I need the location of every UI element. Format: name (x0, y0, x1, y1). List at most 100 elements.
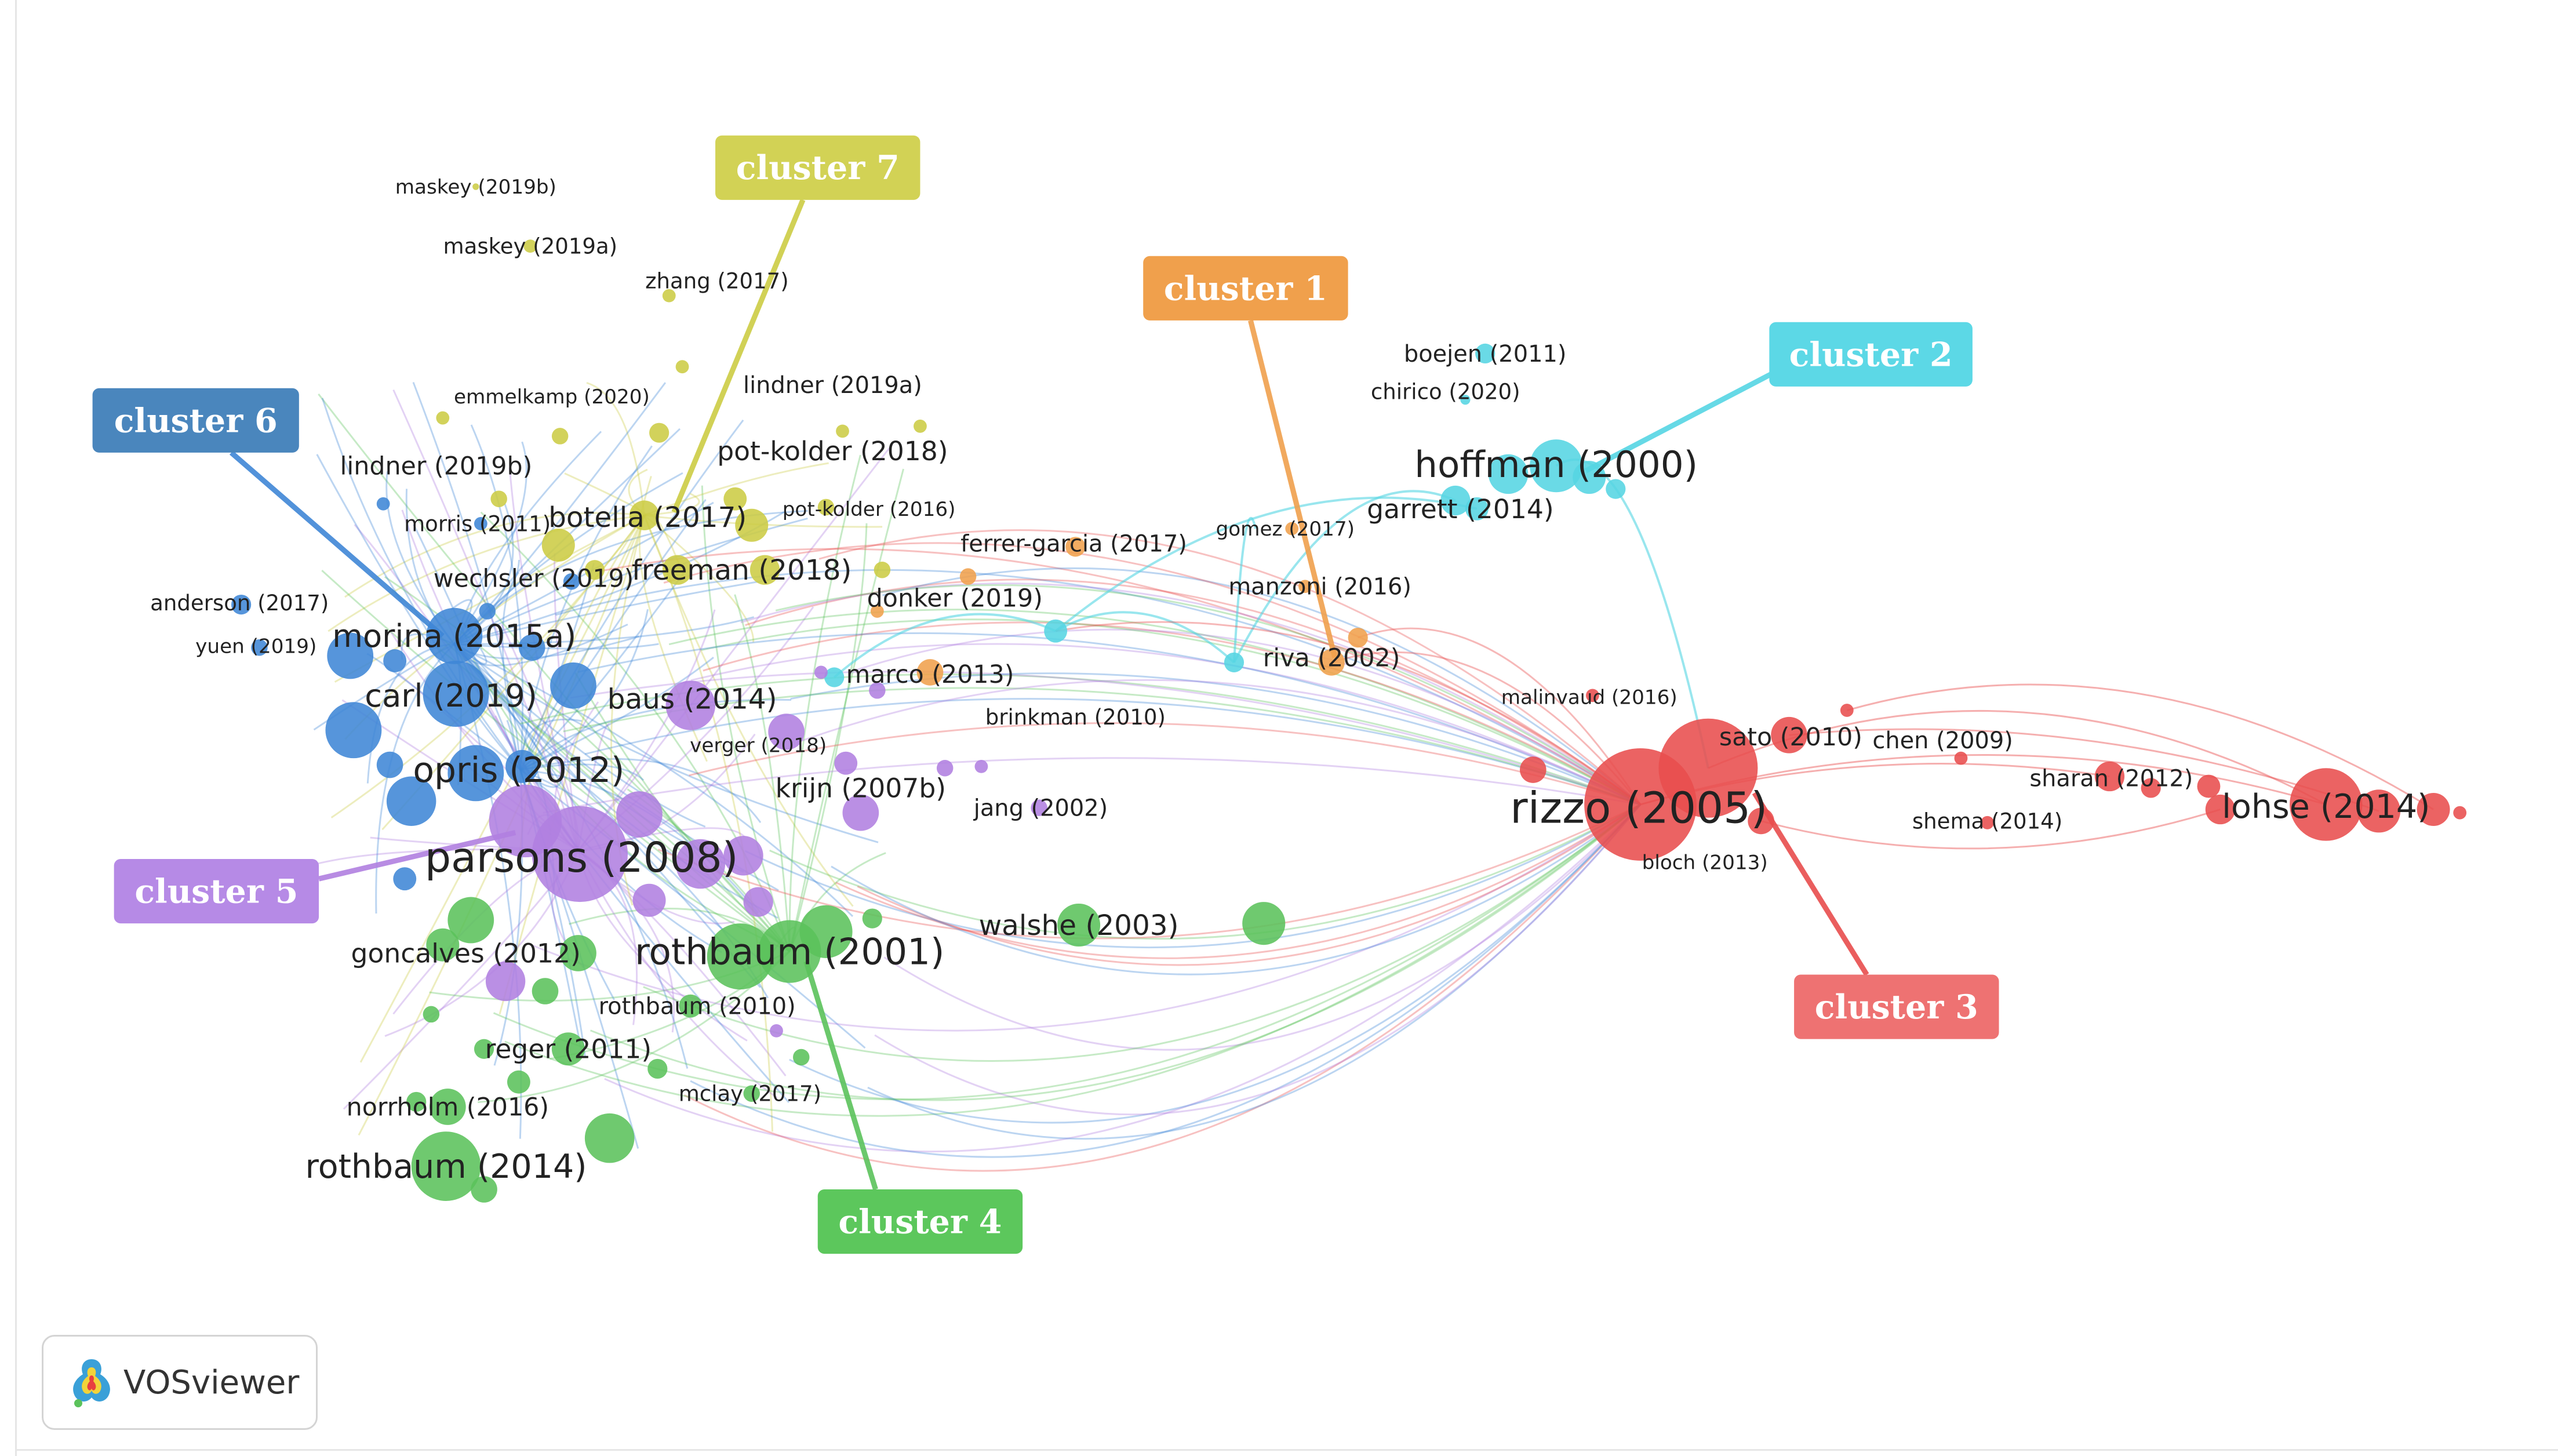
network-node[interactable] (551, 1032, 585, 1066)
network-node[interactable] (1475, 343, 1495, 364)
network-node[interactable] (758, 920, 821, 983)
network-node[interactable] (629, 500, 660, 530)
network-node[interactable] (231, 595, 252, 615)
network-node[interactable] (836, 424, 849, 438)
network-node[interactable] (1530, 439, 1583, 493)
network-node[interactable] (1840, 704, 1854, 717)
network-node[interactable] (1440, 485, 1471, 516)
network-node[interactable] (1348, 628, 1368, 648)
network-node[interactable] (584, 1113, 635, 1163)
network-node[interactable] (1658, 718, 1758, 818)
network-node[interactable] (406, 1091, 427, 1112)
network-node[interactable] (842, 794, 879, 831)
network-node[interactable] (1318, 649, 1345, 676)
network-node[interactable] (507, 1070, 530, 1094)
cluster-badge-cluster-4[interactable]: cluster 4 (817, 1189, 1023, 1254)
network-node[interactable] (447, 897, 494, 944)
network-node[interactable] (1748, 807, 1774, 835)
network-node[interactable] (834, 751, 858, 775)
network-node[interactable] (959, 568, 977, 585)
network-node[interactable] (616, 791, 663, 838)
network-node[interactable] (325, 702, 382, 759)
network-node[interactable] (1488, 454, 1529, 494)
network-node[interactable] (936, 760, 954, 777)
network-node[interactable] (2290, 768, 2363, 841)
network-node[interactable] (523, 239, 537, 253)
network-node[interactable] (1520, 756, 1547, 783)
network-node[interactable] (914, 419, 927, 433)
network-node[interactable] (563, 573, 580, 590)
network-node[interactable] (560, 935, 596, 971)
network-node[interactable] (474, 517, 487, 530)
network-node[interactable] (1606, 479, 1626, 499)
vosviewer-badge[interactable]: VOSviewer (42, 1335, 318, 1430)
network-node[interactable] (426, 928, 460, 962)
network-node[interactable] (426, 607, 483, 664)
network-node[interactable] (327, 632, 374, 679)
network-node[interactable] (723, 836, 763, 876)
network-node[interactable] (862, 908, 882, 929)
cluster-badge-cluster-6[interactable]: cluster 6 (92, 388, 299, 453)
network-node[interactable] (723, 487, 747, 511)
network-node[interactable] (793, 1049, 810, 1066)
network-node[interactable] (386, 776, 436, 827)
network-node[interactable] (974, 760, 988, 773)
cluster-badge-cluster-3[interactable]: cluster 3 (1794, 974, 1999, 1039)
network-node[interactable] (1044, 619, 1068, 643)
network-node[interactable] (1573, 461, 1606, 494)
network-node[interactable] (817, 498, 835, 516)
network-node[interactable] (2453, 806, 2467, 820)
network-node[interactable] (2205, 794, 2236, 825)
network-node[interactable] (874, 562, 891, 578)
network-node[interactable] (423, 1006, 440, 1023)
network-node[interactable] (2197, 774, 2221, 798)
cluster-badge-cluster-2[interactable]: cluster 2 (1769, 322, 1973, 387)
network-node[interactable] (1586, 689, 1599, 702)
network-node[interactable] (1981, 816, 1994, 829)
network-node[interactable] (479, 603, 496, 620)
network-node[interactable] (1057, 903, 1101, 947)
network-node[interactable] (662, 289, 676, 303)
network-node[interactable] (447, 745, 504, 802)
network-node[interactable] (411, 1131, 481, 1201)
network-node[interactable] (916, 659, 944, 686)
network-node[interactable] (707, 923, 773, 990)
network-node[interactable] (1031, 799, 1047, 816)
network-node[interactable] (505, 749, 539, 783)
network-node[interactable] (1242, 902, 1286, 945)
network-node[interactable] (489, 784, 562, 858)
network-node[interactable] (436, 411, 450, 425)
network-node[interactable] (376, 497, 390, 511)
network-node[interactable] (472, 183, 479, 190)
network-node[interactable] (749, 555, 780, 585)
network-node[interactable] (376, 751, 403, 778)
network-node[interactable] (430, 1089, 466, 1125)
network-node[interactable] (584, 560, 605, 580)
network-node[interactable] (870, 605, 884, 618)
network-node[interactable] (471, 1176, 497, 1203)
network-node[interactable] (649, 423, 669, 443)
network-node[interactable] (770, 1024, 783, 1038)
network-node[interactable] (1285, 522, 1299, 536)
network-node[interactable] (824, 667, 845, 687)
network-node[interactable] (1954, 751, 1968, 765)
cluster-badge-cluster-5[interactable]: cluster 5 (114, 859, 319, 924)
network-node[interactable] (743, 1085, 761, 1102)
network-node[interactable] (383, 649, 407, 672)
cluster-badge-cluster-1[interactable]: cluster 1 (1143, 256, 1348, 321)
network-node[interactable] (662, 555, 693, 585)
network-node[interactable] (2094, 761, 2125, 792)
cluster-badge-cluster-7[interactable]: cluster 7 (715, 135, 920, 200)
network-node[interactable] (532, 978, 559, 1004)
network-node[interactable] (1298, 580, 1312, 594)
network-node[interactable] (550, 662, 596, 709)
network-node[interactable] (423, 661, 489, 727)
network-node[interactable] (251, 639, 268, 656)
network-node[interactable] (2357, 789, 2401, 833)
network-node[interactable] (2417, 793, 2450, 826)
network-node[interactable] (768, 714, 805, 750)
network-node[interactable] (474, 1039, 494, 1059)
network-node[interactable] (665, 680, 716, 730)
network-node[interactable] (541, 529, 575, 562)
